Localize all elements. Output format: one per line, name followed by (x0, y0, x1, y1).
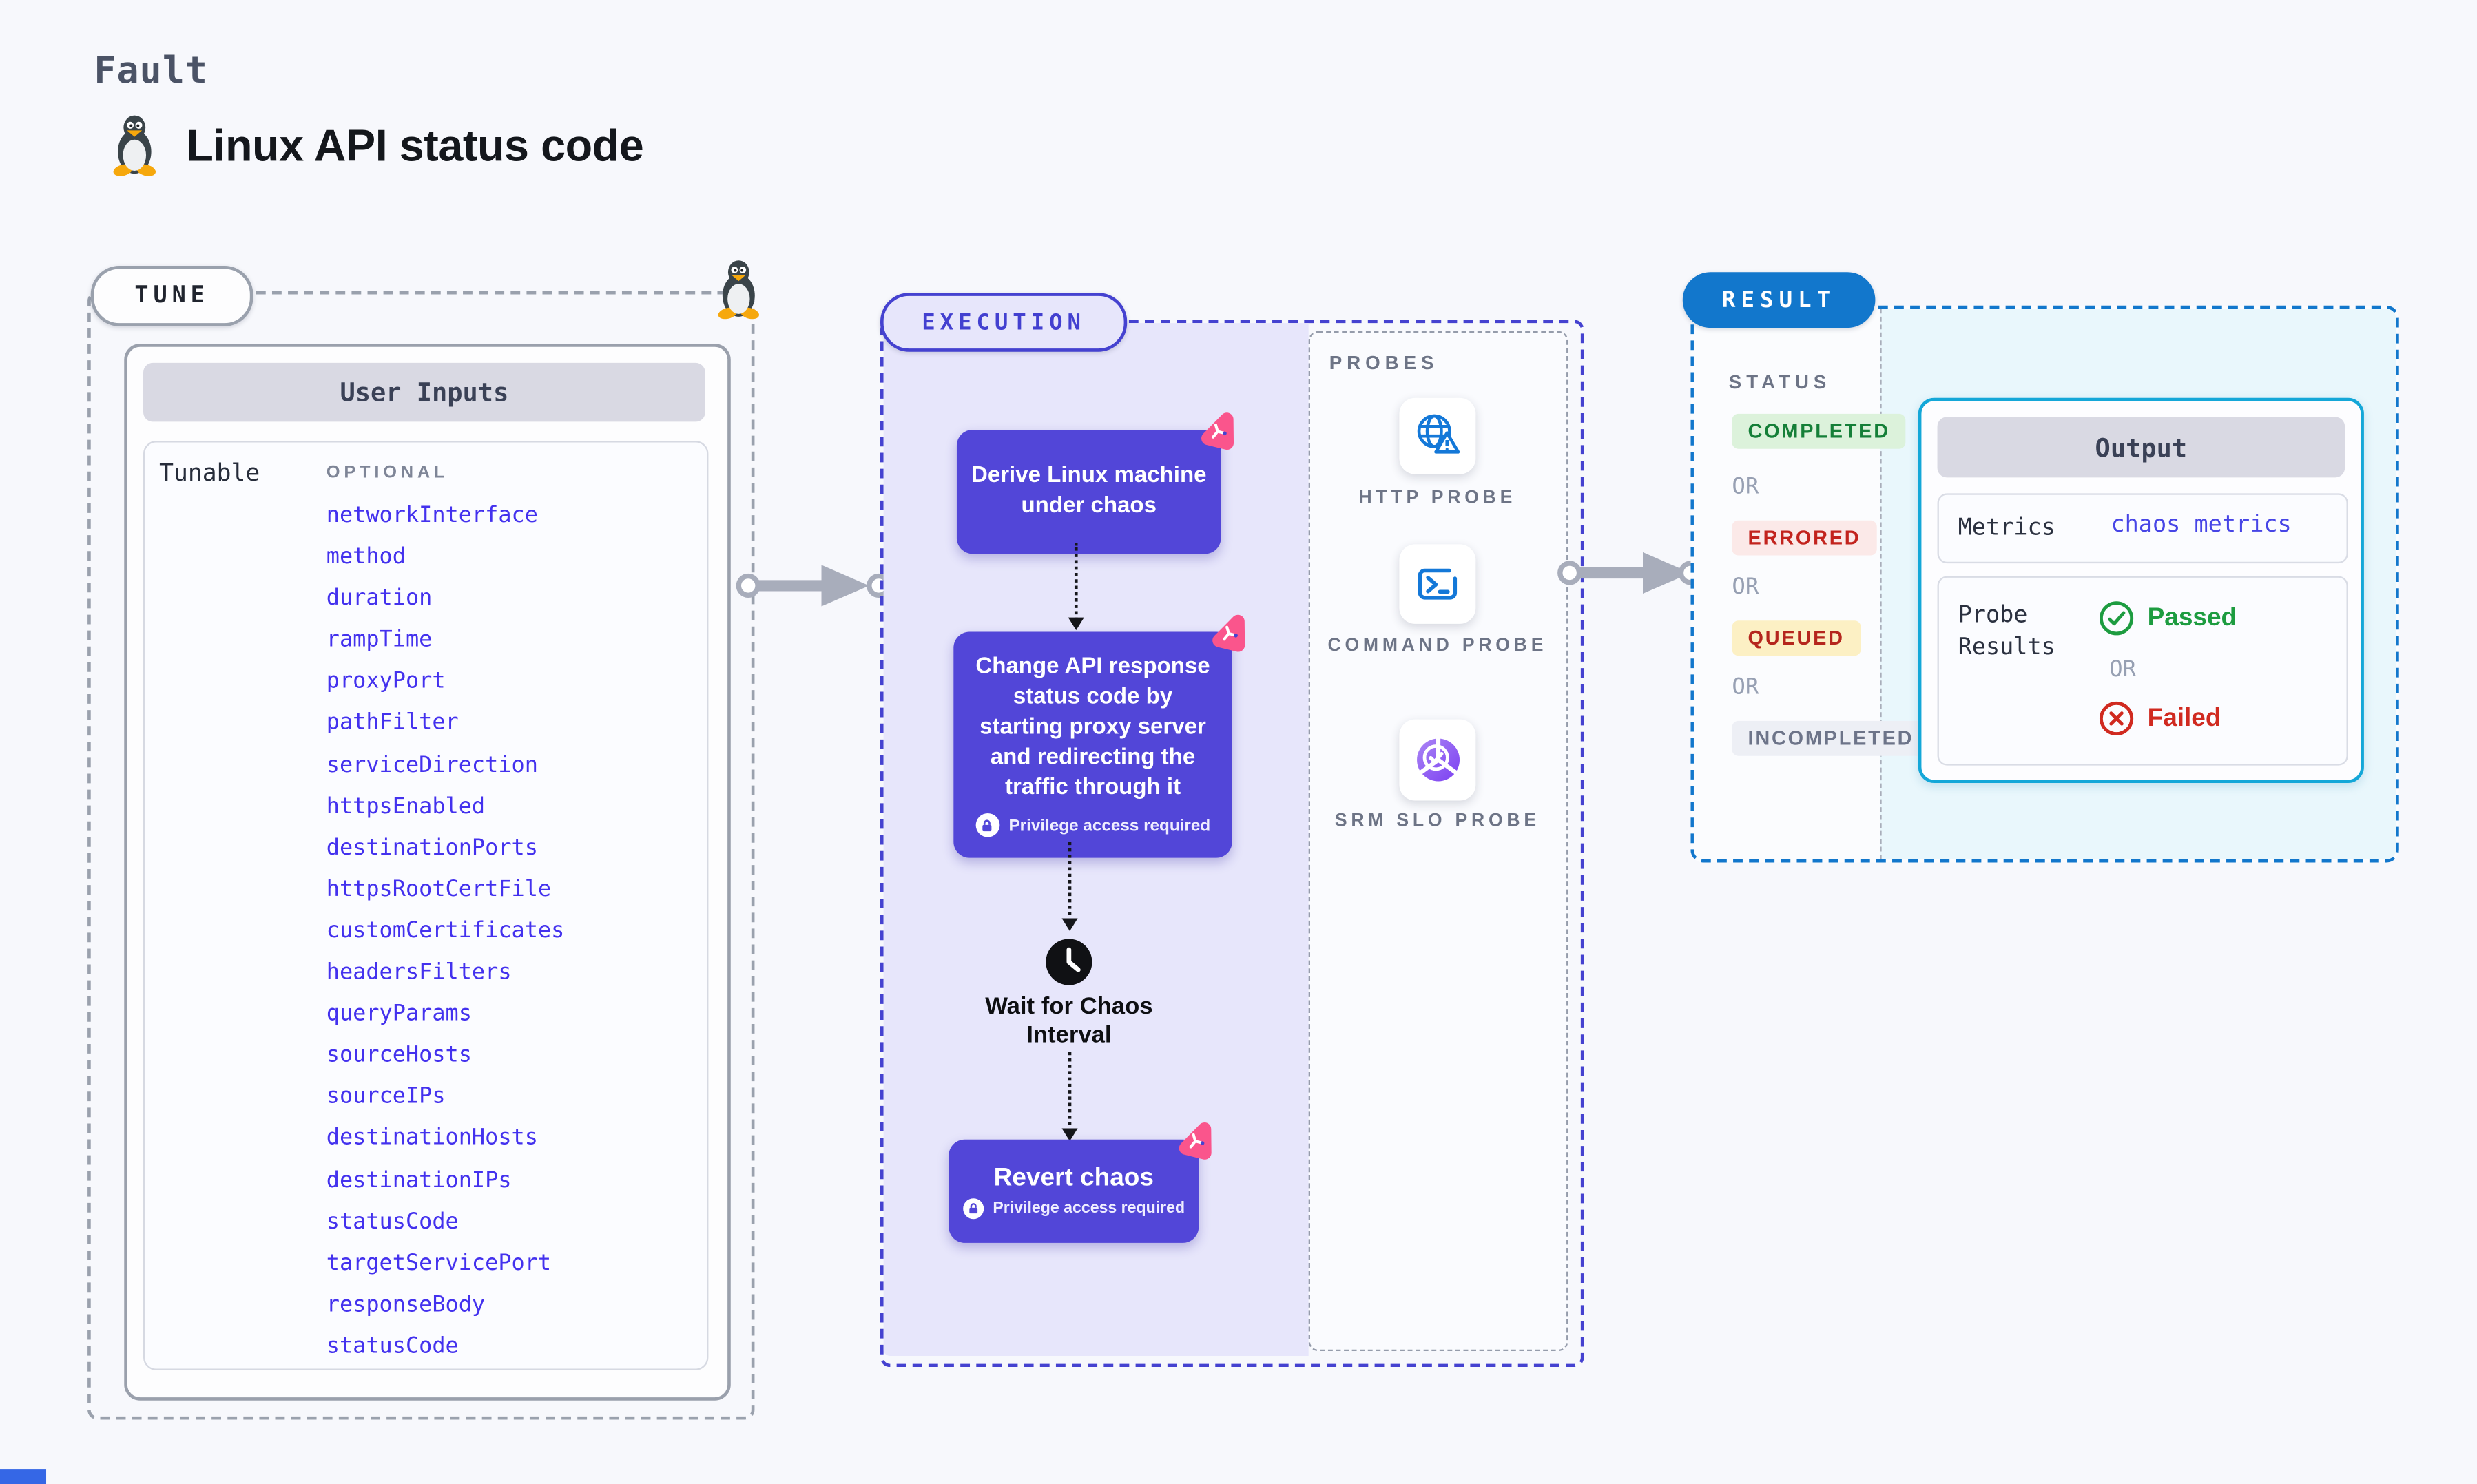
litmus-chaos-icon (1206, 612, 1252, 658)
tunable-link[interactable]: destinationHosts (326, 1125, 538, 1151)
tunable-link[interactable]: networkInterface (326, 503, 538, 529)
tunable-row-label: Tunable (159, 458, 260, 488)
step-text: Change API response status code by start… (975, 654, 1210, 801)
or-separator: OR (2109, 657, 2137, 683)
output-card: Output Metrics chaos metrics Probe Resul… (1918, 397, 2364, 784)
execution-pill: EXECUTION (880, 293, 1128, 352)
tunable-link[interactable]: destinationPorts (326, 835, 538, 861)
step-wait-for-chaos-interval: Wait for Chaos Interval (985, 993, 1153, 1049)
status-label: STATUS (1728, 370, 1832, 393)
linux-penguin-icon (716, 260, 760, 320)
probe-result-failed: Failed (2098, 700, 2221, 737)
tunable-link[interactable]: proxyPort (326, 669, 446, 695)
privilege-note: Privilege access required (993, 1200, 1185, 1217)
tunable-link[interactable]: destinationIPs (326, 1167, 512, 1193)
result-pill: RESULT (1682, 272, 1876, 328)
or-separator: OR (1732, 674, 1759, 700)
probe-name: COMMAND PROBE (1327, 636, 1548, 656)
status-badge-incompleted: INCOMPLETED (1732, 720, 1930, 756)
http-probe-card (1399, 397, 1476, 474)
tunable-link[interactable]: statusCode (326, 1209, 459, 1235)
probes-label: PROBES (1329, 351, 1439, 375)
probe-name: HTTP PROBE (1358, 488, 1517, 508)
tunable-link[interactable]: method (326, 544, 406, 570)
globe-alert-icon (1417, 414, 1460, 454)
x-circle-icon (2099, 701, 2134, 736)
litmus-chaos-icon (1173, 1120, 1219, 1165)
step-change-status-code: Change API response status code by start… (953, 631, 1232, 858)
step-revert-chaos: Revert chaos Privilege access required (949, 1140, 1199, 1243)
privilege-row: Privilege access required (975, 813, 1210, 837)
linux-penguin-icon (112, 115, 157, 177)
terminal-icon (1418, 568, 1458, 600)
page-title: Linux API status code (186, 121, 644, 171)
tune-to-execution-arrow (732, 560, 891, 611)
clock-icon (1046, 939, 1092, 985)
failed-label: Failed (2147, 704, 2221, 731)
tunables-list: OPTIONAL networkInterface method duratio… (327, 455, 565, 1367)
status-badge-completed: COMPLETED (1732, 413, 1906, 449)
status-output-divider (1880, 309, 1882, 859)
or-separator: OR (1732, 474, 1759, 500)
tunable-link[interactable]: httpsRootCertFile (326, 877, 552, 903)
output-header: Output (1937, 417, 2345, 478)
command-probe-card (1399, 544, 1476, 624)
flow-connector (1068, 543, 1084, 631)
chaos-metrics-link[interactable]: chaos metrics (2111, 512, 2292, 539)
tunable-link[interactable]: responseBody (326, 1292, 486, 1318)
probes-panel: PROBES HTTP PROBE COMMA (1308, 331, 1568, 1352)
lock-icon (962, 1198, 984, 1220)
tune-section (87, 291, 755, 1420)
optional-column-label: OPTIONAL (326, 463, 449, 483)
or-separator: OR (1732, 574, 1759, 600)
tunable-link[interactable]: queryParams (326, 1001, 472, 1027)
privilege-row: Privilege access required (962, 1198, 1185, 1220)
metrics-label: Metrics (1958, 515, 2055, 541)
tunable-link[interactable]: sourceHosts (326, 1043, 472, 1069)
tunable-link[interactable]: statusCode (326, 1333, 459, 1359)
tunable-link[interactable]: duration (326, 585, 433, 612)
slo-pie-check-icon (1416, 738, 1459, 782)
fault-kicker: Fault (94, 50, 209, 93)
tunable-link[interactable]: rampTime (326, 627, 433, 654)
check-circle-icon (2099, 601, 2134, 636)
probe-results-row: Probe Results Passed OR Failed (1937, 576, 2348, 766)
tunable-link[interactable]: targetServicePort (326, 1250, 552, 1276)
probe-name: SRM SLO PROBE (1334, 811, 1540, 831)
passed-label: Passed (2147, 604, 2237, 631)
metrics-row: Metrics chaos metrics (1937, 493, 2348, 564)
tunables-list-panel (143, 441, 709, 1370)
execution-to-result-arrow (1554, 547, 1703, 598)
status-badge-queued: QUEUED (1732, 620, 1861, 656)
user-inputs-header: User Inputs (143, 362, 705, 422)
page-bottom-accent (0, 1469, 47, 1484)
flow-connector (1061, 842, 1078, 931)
tunable-link[interactable]: httpsEnabled (326, 793, 486, 819)
tune-pill: TUNE (90, 265, 253, 326)
tunable-link[interactable]: pathFilter (326, 710, 459, 736)
step-text: Revert chaos (993, 1164, 1154, 1192)
tunable-link[interactable]: serviceDirection (326, 752, 538, 778)
tunable-link[interactable]: headersFilters (326, 959, 512, 985)
result-section: STATUS COMPLETED OR ERRORED OR QUEUED OR… (1690, 305, 2399, 863)
execution-section: Derive Linux machine under chaos Change … (880, 320, 1584, 1368)
status-badge-errored: ERRORED (1732, 520, 1877, 556)
privilege-note: Privilege access required (1008, 815, 1211, 835)
tunable-link[interactable]: customCertificates (326, 918, 565, 944)
step-text: Derive Linux machine under chaos (971, 463, 1207, 519)
lock-icon (975, 813, 999, 837)
probe-result-passed: Passed (2098, 600, 2237, 636)
litmus-chaos-icon (1195, 410, 1241, 456)
flow-connector (1061, 1052, 1078, 1142)
step-derive-machine: Derive Linux machine under chaos (956, 430, 1221, 554)
srm-slo-probe-card (1399, 719, 1476, 801)
probe-results-label: Probe Results (1958, 603, 2055, 661)
tunable-link[interactable]: sourceIPs (326, 1084, 446, 1110)
